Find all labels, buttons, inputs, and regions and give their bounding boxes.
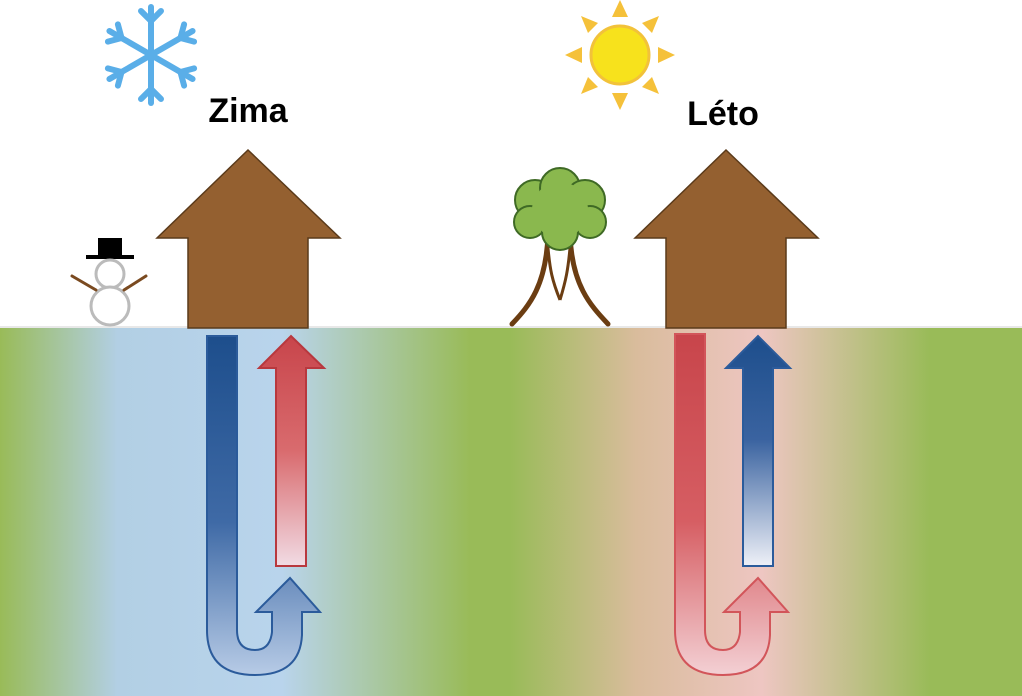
summer-hot-pipe: [674, 333, 791, 677]
summer-label: Léto: [687, 95, 759, 133]
winter-house: [155, 148, 342, 329]
sun-icon: [565, 0, 675, 110]
tree-icon: [509, 167, 611, 327]
winter-label: Zima: [208, 92, 288, 130]
summer-house: [633, 148, 820, 329]
snowman-icon: [70, 238, 148, 327]
summer-scene: Léto: [509, 0, 820, 677]
winter-cold-pipe: [206, 335, 323, 677]
summer-cool-arrow: [723, 334, 793, 567]
winter-scene: Zima: [70, 4, 342, 677]
ground: [0, 326, 1022, 696]
winter-warm-arrow: [256, 334, 327, 567]
snowflake-icon: [104, 4, 198, 106]
summer-ground-zone: [510, 326, 930, 696]
